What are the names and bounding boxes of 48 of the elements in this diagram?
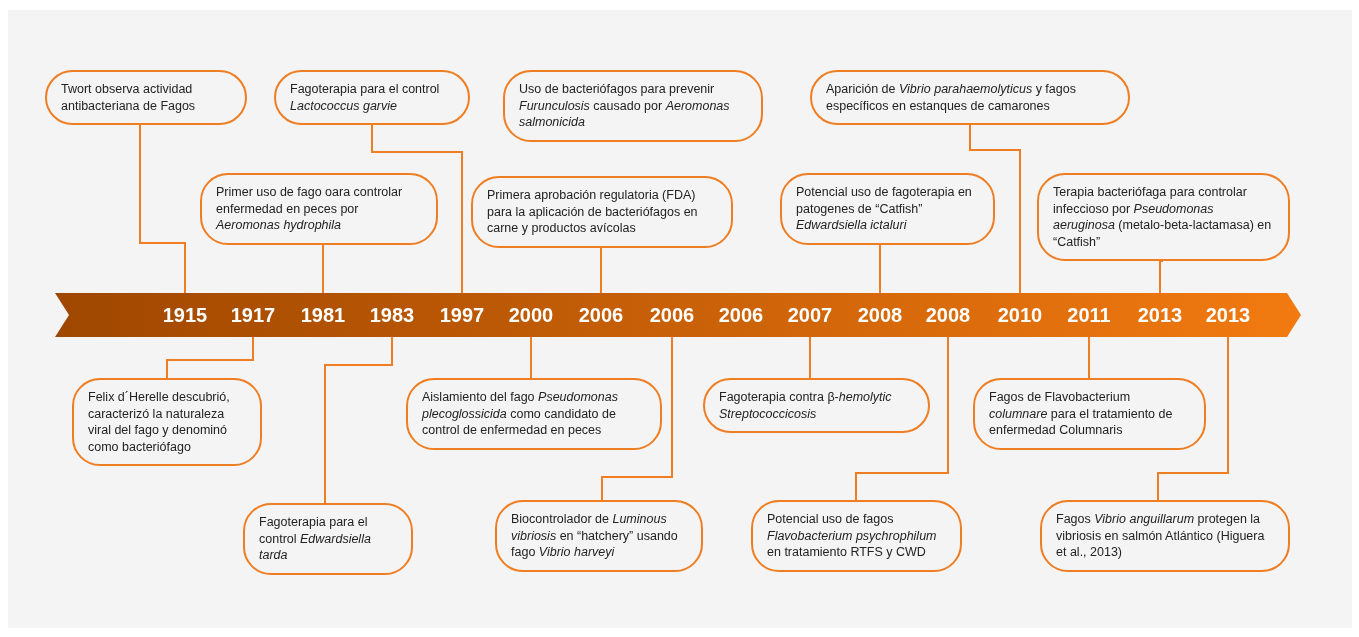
year-label: 2013 [1198, 293, 1258, 337]
year-label: 2013 [1130, 293, 1190, 337]
event-callout: Primer uso de fago oara controlar enfermedad en peces por Aeromonas hydrophila [200, 173, 438, 245]
year-label: 1917 [223, 293, 283, 337]
year-label: 1981 [293, 293, 353, 337]
connector-line [1088, 336, 1090, 379]
connector-line [855, 336, 949, 501]
connector-line [599, 246, 602, 294]
event-callout: Fagos Vibrio anguillarum protegen la vibriosis en salmón Atlántico (Higuera et al., 2013) [1040, 500, 1290, 572]
event-callout: Fagoterapia para el control Edwardsiella tarda [243, 503, 413, 575]
connector-line [166, 336, 254, 379]
year-label: 2006 [642, 293, 702, 337]
connector-line [530, 336, 532, 379]
event-callout: Felix d´Herelle descubrió, caracterizó la naturaleza viral del fago y denominó como bacteriófago [72, 378, 262, 466]
connector-line [879, 243, 881, 294]
year-label: 2008 [918, 293, 978, 337]
event-callout: Aislamiento del fago Pseudomonas plecoglossicida como candidato de control de enfermedad en peces [406, 378, 662, 450]
connector-line [1159, 260, 1164, 294]
event-callout: Uso de bacteriófagos para prevenir Furunculosis causado por Aeromonas salmonicida [503, 70, 763, 142]
event-callout: Terapia bacteriófaga para controlar infeccioso por Pseudomonas aeruginosa (metalo-beta-lactamasa) en “Catfish” [1037, 173, 1290, 261]
connector-line [139, 124, 186, 294]
event-callout: Twort observa actividad antibacteriana de Fagos [45, 70, 247, 125]
year-label: 1997 [432, 293, 492, 337]
timeline-band [55, 293, 1301, 337]
year-label: 2000 [501, 293, 561, 337]
connector-line [324, 336, 393, 504]
connector-line [1157, 336, 1229, 501]
year-label: 1983 [362, 293, 422, 337]
connector-line [322, 243, 324, 294]
year-label: 2007 [780, 293, 840, 337]
connector-line [809, 336, 811, 379]
year-label: 2006 [571, 293, 631, 337]
year-label: 2006 [711, 293, 771, 337]
event-callout: Potencial uso de fagos Flavobacterium psychrophilum en tratamiento RTFS y CWD [751, 500, 962, 572]
event-callout: Fagoterapia para el control Lactococcus garvie [274, 70, 470, 125]
year-label: 1915 [155, 293, 215, 337]
connector-line [601, 336, 673, 501]
event-callout: Fagos de Flavobacterium columnare para el tratamiento de enfermedad Columnaris [973, 378, 1206, 450]
event-callout: Potencial uso de fagoterapia en patogenes de “Catfish” Edwardsiella ictaluri [780, 173, 995, 245]
event-callout: Primera aprobación regulatoria (FDA) para la aplicación de bacteriófagos en carne y productos avícolas [471, 176, 733, 248]
event-callout: Biocontrolador de Luminous vibriosis en “hatchery” usando fago Vibrio harveyi [495, 500, 703, 572]
year-label: 2008 [850, 293, 910, 337]
year-label: 2011 [1059, 293, 1119, 337]
year-label: 2010 [990, 293, 1050, 337]
event-callout: Aparición de Vibrio parahaemolyticus y fagos específicos en estanques de camarones [810, 70, 1130, 125]
connector-line [969, 124, 1021, 294]
event-callout: Fagoterapia contra β-hemolytic Streptococcicosis [703, 378, 930, 433]
connector-line [371, 124, 463, 294]
